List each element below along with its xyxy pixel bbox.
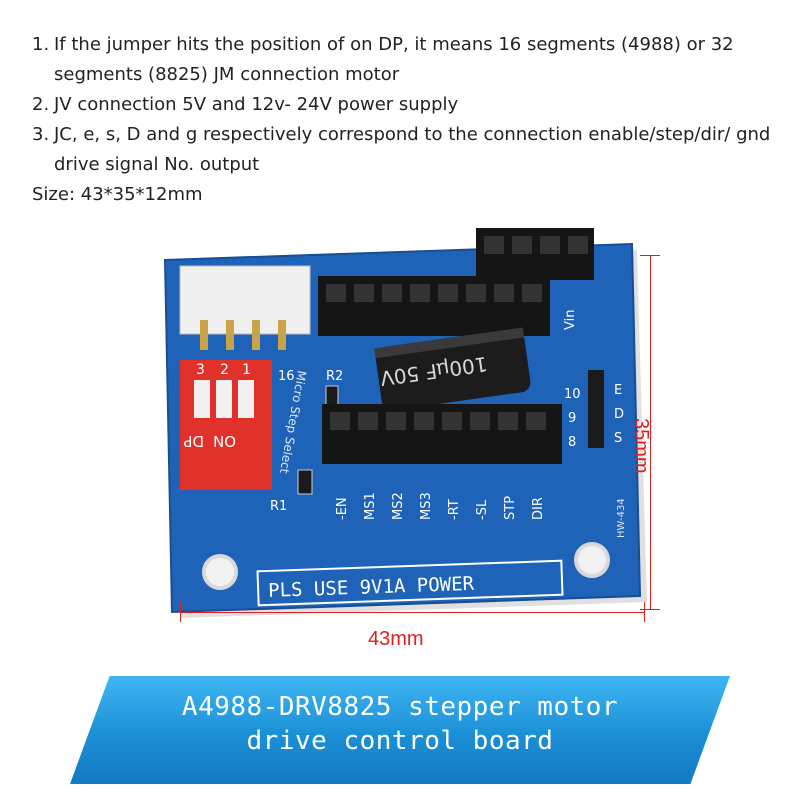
resistor-r2 [325,385,339,407]
jumper-left-label: 10 [564,387,581,402]
switch-dp-label: DP [183,432,204,450]
pcb-board-image: 100µF 50V ON DP 3 2 1 Micro Step Select … [163,228,647,618]
switch-number: 1 [242,362,251,378]
note-text: If the jumper hits the position of on DP… [54,34,734,85]
note-number: 2. [32,94,50,115]
banner-line-2: drive control board [246,726,554,756]
power-connector [179,265,311,335]
silk-vin: Vin [563,310,578,330]
height-dimension-line [640,255,660,610]
banner-title: A4988-DRV8825 stepper motor drive contro… [70,690,730,758]
pin-label: -SL [475,499,490,520]
pin-header-upper [318,276,550,336]
title-banner [70,676,730,784]
note-number: 1. [32,34,50,55]
height-dimension-label: 35mm [630,418,652,474]
width-dimension-label: 43mm [368,628,424,650]
silk-r2: R2 [326,369,343,384]
note-text: JV connection 5V and 12v- 24V power supp… [54,94,459,115]
description-notes: 1.If the jumper hits the position of on … [32,30,782,210]
jumper-right-label: E [614,383,622,398]
dip-switch [180,360,272,490]
notes-list: 1.If the jumper hits the position of on … [32,30,782,180]
switch-number: 2 [220,362,229,378]
note-item: 1.If the jumper hits the position of on … [32,30,782,90]
power-box [256,559,564,607]
switch-number: 3 [196,362,205,378]
pin-label: MS2 [391,492,406,520]
capacitor [374,327,531,411]
mounting-hole [574,542,610,578]
note-item: 3.JC, e, s, D and g respectively corresp… [32,120,782,180]
pin-label: -EN [335,497,350,520]
jumper-left-label: 9 [568,411,576,426]
jumper-right-label: S [614,431,622,446]
switch-on-label: ON [213,432,236,450]
mounting-hole [202,554,238,590]
resistor-r1 [297,469,313,495]
silk-r1: R1 [270,499,287,514]
silk-16: 16 [278,369,295,384]
width-dimension-line [180,602,645,622]
note-item: 2.JV connection 5V and 12v- 24V power su… [32,90,782,120]
banner-line-1: A4988-DRV8825 stepper motor [181,692,619,722]
pin-label: DIR [531,497,546,520]
pin-label: MS1 [363,492,378,520]
note-number: 3. [32,124,50,145]
jumper-right-label: D [614,407,624,422]
jumper-left-label: 8 [568,435,576,450]
note-text: JC, e, s, D and g respectively correspon… [54,124,771,175]
size-text: Size: 43*35*12mm [32,184,203,205]
jumper [588,370,604,448]
pin-label: MS3 [419,492,434,520]
pin-label: -RT [447,499,462,520]
pin-label: STP [503,496,518,520]
model-label: HW-434 [616,498,627,538]
